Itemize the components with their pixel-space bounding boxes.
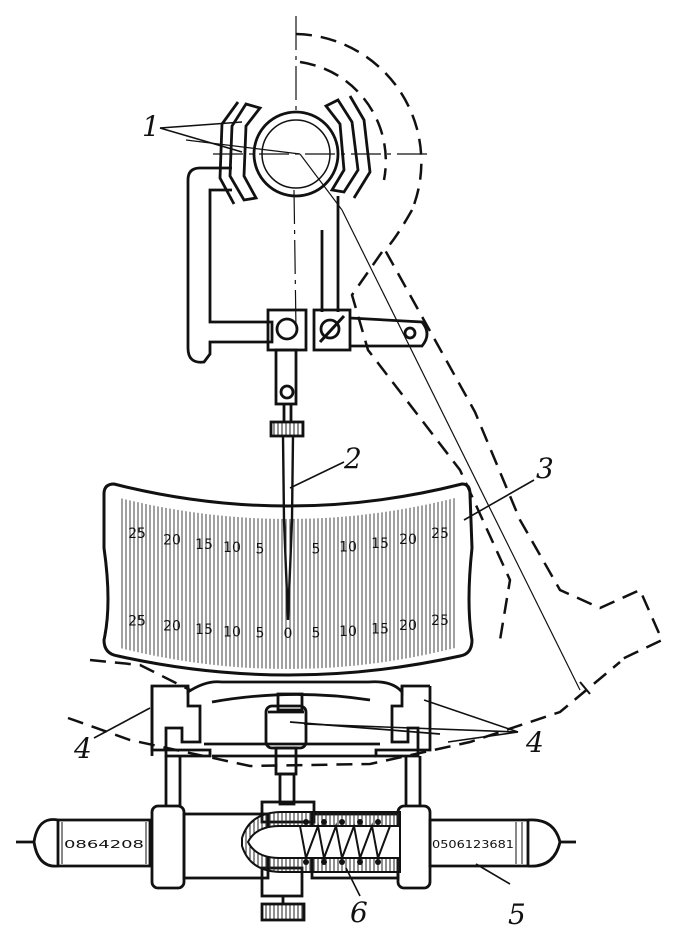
scale-mark: 5 [256,542,265,558]
scale-mark: 10 [223,624,241,640]
frame-arm [186,166,274,364]
scale-mark: 5 [312,626,321,642]
scale-lower-row: 25 20 15 10 5 0 5 10 15 20 25 [128,613,449,642]
micrometer-right-digits: 0506123681 [432,838,514,851]
scale-mark: 20 [163,619,181,635]
micrometer-bar [16,800,576,922]
callout-5: 5 [508,898,526,931]
carriage [150,680,441,806]
micrometer-left-digits: 0864208 [64,838,144,851]
micrometer-left [56,818,152,868]
callout-labels: 1 2 3 4 4 5 6 [73,110,554,931]
scale-mark: 20 [399,618,417,634]
scale-mark: 15 [371,536,389,552]
scale-mark: 0 [284,626,293,642]
scale-mark: 25 [431,613,449,629]
scale-mark: 25 [128,526,146,542]
scale-mark: 20 [163,533,181,549]
scale-mark: 20 [399,532,417,548]
callout-4-right: 4 [525,726,544,759]
scale-mark: 5 [312,542,321,558]
scale-mark: 25 [431,526,449,542]
scale-panel: 25 20 15 10 5 5 10 15 20 25 25 20 15 10 5 0 5 10 15 20 25 [102,482,474,677]
scale-mark: 10 [339,540,357,556]
micrometer-scales: 0864208 0506123681 [64,838,514,851]
adjust-knob-upper [269,420,305,438]
callout-6: 6 [350,896,368,929]
scale-mark: 5 [256,626,265,642]
clamp-block-right [312,308,352,352]
callout-4-left: 4 [73,732,92,765]
callout-1: 1 [142,110,160,143]
scale-mark: 15 [195,622,213,638]
measured-shaft [252,110,340,198]
scale-upper-row: 25 20 15 10 5 5 10 15 20 25 [128,526,449,558]
callout-3: 3 [536,452,554,485]
scale-mark: 15 [195,537,213,553]
gauge-head-assembly [186,95,429,621]
leader-lines [93,121,535,897]
spring-coil [299,822,391,862]
adjust-knob-lower [260,902,306,922]
scale-hatching [120,498,455,669]
callout-2: 2 [343,442,362,475]
clamp-block-left [266,308,308,352]
scale-mark: 15 [371,621,389,637]
scale-mark: 10 [223,540,241,556]
scale-mark: 25 [128,613,146,629]
swing-outline-dashed [67,32,664,768]
scale-mark: 10 [339,624,357,640]
